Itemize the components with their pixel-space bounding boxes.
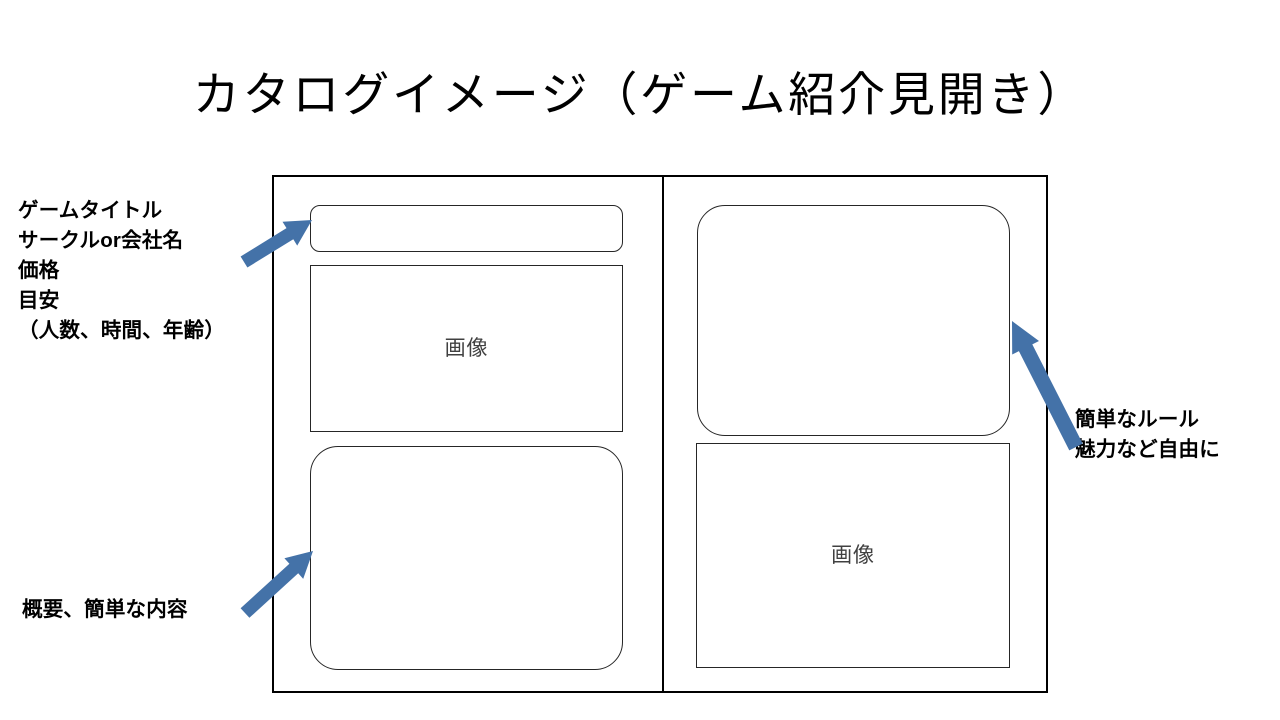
page-title: カタログイメージ（ゲーム紹介見開き）: [192, 68, 1088, 121]
spread-gutter-divider: [662, 175, 664, 693]
left-image-placeholder-box[interactable]: 画像: [310, 265, 623, 432]
right-image-placeholder-box[interactable]: 画像: [696, 443, 1010, 668]
annotation-rules: 簡単なルール 魅力など自由に: [1075, 408, 1220, 461]
right-image-placeholder-label: 画像: [831, 543, 875, 567]
annotation-description: 概要、簡単な内容: [22, 598, 188, 621]
annotation-game-title-info: ゲームタイトル サークルor会社名 価格 目安 （人数、時間、年齢）: [18, 199, 226, 342]
right-rules-placeholder-box[interactable]: [697, 205, 1010, 436]
left-image-placeholder-label: 画像: [444, 336, 489, 360]
left-description-placeholder-box[interactable]: [310, 446, 623, 670]
game-title-placeholder-box[interactable]: [310, 205, 623, 252]
